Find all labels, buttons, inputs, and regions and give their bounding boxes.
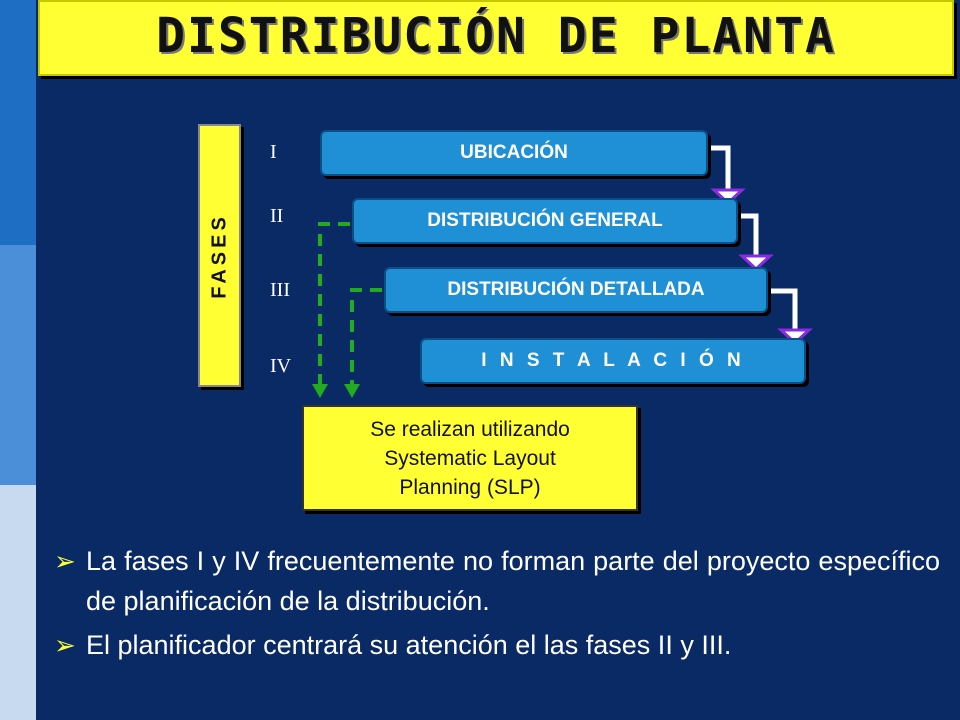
phase-box-instalacion: I N S T A L A C I Ó N [420,338,806,384]
title-banner: DISTRIBUCIÓN DE PLANTA [38,0,954,76]
left-decorative-strip [0,0,36,720]
slp-note-box: Se realizan utilizando Systematic Layout… [302,405,638,511]
strip-segment-dark [0,0,36,245]
dashed-arrowhead-detallada [344,384,360,398]
phase-box-ubicacion: UBICACIÓN [320,130,708,176]
strip-segment-light [0,485,36,720]
fases-box: FASES [198,124,241,387]
dashed-connector-detallada-to-slp [350,288,382,384]
phase-box-distribucion-general: DISTRIBUCIÓN GENERAL [352,198,738,244]
phase-box-distribucion-detallada: DISTRIBUCIÓN DETALLADA [384,267,768,313]
phase-number-1: I [270,141,277,163]
bullet-list: ➢ La fases I y IV frecuentemente no form… [54,541,940,669]
page-title: DISTRIBUCIÓN DE PLANTA [156,8,836,64]
arrowhead-to-general [710,188,746,206]
bullet-text-2: El planificador centrará su atención el … [86,630,732,660]
arrowhead-to-instalacion [777,328,813,346]
dashed-arrowhead-general [312,384,328,398]
strip-segment-mid [0,245,36,485]
phase-number-3: III [270,279,290,301]
phase-number-2: II [270,205,284,227]
bullet-arrow-icon: ➢ [54,630,76,660]
slp-note-line-2: Systematic Layout [384,446,556,470]
bullet-item-2: ➢ El planificador centrará su atención e… [54,625,940,665]
phase-number-4: IV [270,355,292,377]
slp-note-text: Se realizan utilizando Systematic Layout… [370,415,570,502]
slp-note-line-3: Planning (SLP) [399,475,541,499]
bullet-item-1: ➢ La fases I y IV frecuentemente no form… [54,541,940,621]
bullet-text-1: La fases I y IV frecuentemente no forman… [86,546,940,616]
dashed-connector-general-to-slp [318,222,350,384]
bullet-arrow-icon: ➢ [54,546,76,576]
arrowhead-to-detallada [738,254,774,272]
slp-note-line-1: Se realizan utilizando [370,417,570,441]
